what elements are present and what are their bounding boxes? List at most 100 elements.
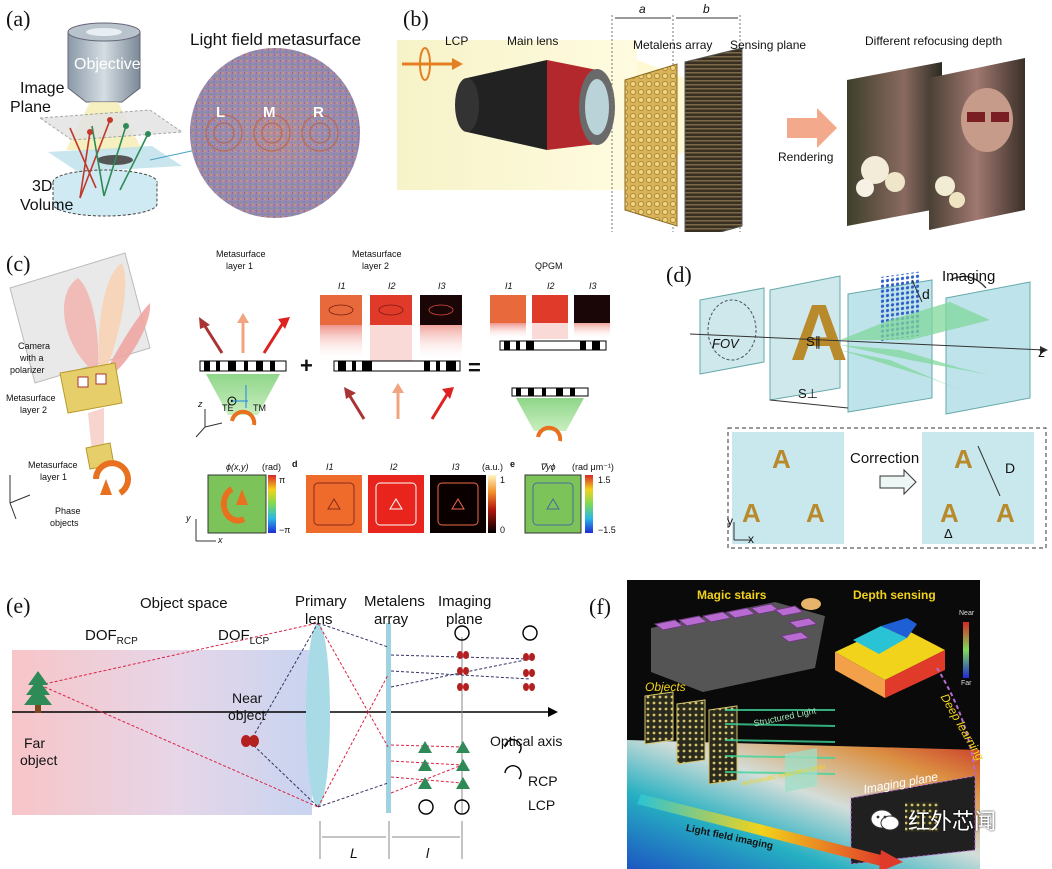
phase-2: objects: [50, 518, 79, 528]
neg-pi-label: −π: [279, 525, 291, 535]
volume-label-1: 3D: [32, 178, 53, 195]
camera-3: polarizer: [10, 365, 45, 375]
layer1-title-1: Metasurface: [216, 249, 266, 259]
sensing-plane-label: Sensing plane: [730, 38, 807, 52]
panel-a-label: (a): [6, 6, 31, 31]
watermark: 红外芯闻: [870, 804, 996, 836]
te-label: TE: [222, 403, 234, 413]
i1-bottom: I1: [326, 462, 334, 472]
panel-f-label: (f): [589, 594, 611, 619]
A-left-bl: A: [742, 498, 761, 528]
primary-lens-2: lens: [305, 611, 333, 628]
camera-1: Camera: [18, 341, 51, 351]
dof-rcp-sub: RCP: [116, 636, 138, 647]
panel-e-figure: [12, 622, 558, 859]
s-par-label: S∥: [806, 334, 822, 349]
panel-e: (e): [0, 585, 580, 869]
far-object-2: object: [20, 752, 58, 768]
ms2-label-1: Metasurface: [6, 393, 56, 403]
sub-R: R: [313, 104, 324, 121]
imaging-label-d: Imaging: [942, 268, 996, 285]
layer2-title-2: layer 2: [362, 261, 390, 271]
sub-L: L: [216, 104, 226, 121]
panel-f-figure: [627, 580, 980, 869]
i3-top: I3: [438, 281, 446, 291]
objective-label: Objective: [74, 56, 141, 73]
panel-b-label: (b): [403, 6, 429, 31]
dof-rcp-main: DOF: [85, 627, 117, 644]
dim-a: a: [639, 2, 646, 16]
metalens-array-label: Metalens array: [633, 38, 713, 52]
neg15-label: −1.5: [598, 525, 616, 535]
tm-label: TM: [253, 403, 266, 413]
panel-b: (b): [397, 0, 1052, 232]
d-tag: d: [292, 459, 298, 469]
panel-b-figure: [397, 15, 1025, 232]
ms1-label-2: layer 1: [40, 472, 68, 482]
dof-rcp: DOFRCP: [85, 627, 138, 647]
lcp-legend: LCP: [528, 797, 556, 813]
image-plane-label-2: Plane: [10, 99, 51, 116]
ms1-label-1: Metasurface: [28, 460, 78, 470]
i2-qpgm: I2: [547, 281, 555, 291]
panel-a-title: Light field metasurface: [190, 30, 362, 49]
layer1-title-2: layer 1: [226, 261, 254, 271]
primary-lens-1: Primary: [295, 593, 347, 610]
rcp-legend: RCP: [528, 773, 558, 789]
metalens-1: Metalens: [364, 593, 425, 610]
sub-M: M: [263, 104, 276, 121]
A-left-top: A: [772, 444, 791, 474]
delta-label: Δ: [944, 526, 953, 541]
dof-lcp-main: DOF: [218, 627, 250, 644]
big-A-letter: A: [790, 288, 848, 377]
A-right-top: A: [954, 444, 973, 474]
depth-sensing-label: Depth sensing: [853, 588, 936, 602]
zero-label: 0: [500, 525, 506, 535]
refocus-label: Different refocusing depth: [865, 34, 1003, 48]
panel-d-label: (d): [666, 262, 692, 287]
wechat-icon: [870, 808, 900, 832]
i3-qpgm: I3: [589, 281, 597, 291]
axis-z-c: z: [198, 399, 203, 409]
dof-lcp: DOFLCP: [218, 627, 269, 647]
i2-bottom: I2: [390, 462, 398, 472]
far-object-1: Far: [24, 735, 45, 751]
A-right-br: A: [996, 498, 1015, 528]
A-right-bl: A: [940, 498, 959, 528]
grad-label: ∇yϕ: [540, 462, 556, 472]
correction-label: Correction: [850, 450, 920, 467]
panel-d-figure: A A A A A A A: [689, 271, 1048, 549]
ms2-label-2: layer 2: [20, 405, 48, 415]
plus-sign: +: [300, 353, 313, 378]
axis-x-c: x: [218, 535, 223, 545]
qpgm-title: QPGM: [535, 261, 563, 271]
i1-top: I1: [338, 281, 346, 291]
optical-axis-label: Optical axis: [490, 733, 563, 749]
z-axis-label: z: [1038, 344, 1045, 360]
axis-x-d: x: [748, 532, 754, 546]
one-label: 1: [500, 475, 506, 485]
imaging-1: Imaging: [438, 593, 492, 610]
e-tag: e: [510, 459, 516, 469]
volume-label-2: Volume: [20, 197, 74, 214]
dim-b: b: [703, 2, 710, 16]
i1-qpgm: I1: [505, 281, 513, 291]
magic-stairs-label: Magic stairs: [697, 588, 767, 602]
grad-unit: (rad μm⁻¹): [572, 462, 614, 472]
layer2-title-1: Metasurface: [352, 249, 402, 259]
pos15-label: 1.5: [598, 475, 611, 485]
near-label: Near: [959, 610, 975, 617]
metalens-2: array: [374, 611, 409, 628]
rendering-label: Rendering: [778, 150, 834, 164]
main-lens-label: Main lens: [507, 34, 559, 48]
panel-c-label: (c): [6, 251, 31, 276]
rad-label: (rad): [262, 462, 282, 472]
panel-a-figure: [38, 22, 360, 218]
i2-top: I2: [388, 281, 396, 291]
panel-a: (a): [0, 0, 395, 230]
object-space-label: Object space: [140, 595, 228, 612]
lcp-label: LCP: [445, 34, 469, 48]
l-dim: l: [426, 845, 430, 861]
A-left-br: A: [806, 498, 825, 528]
phase-1: Phase: [55, 506, 81, 516]
